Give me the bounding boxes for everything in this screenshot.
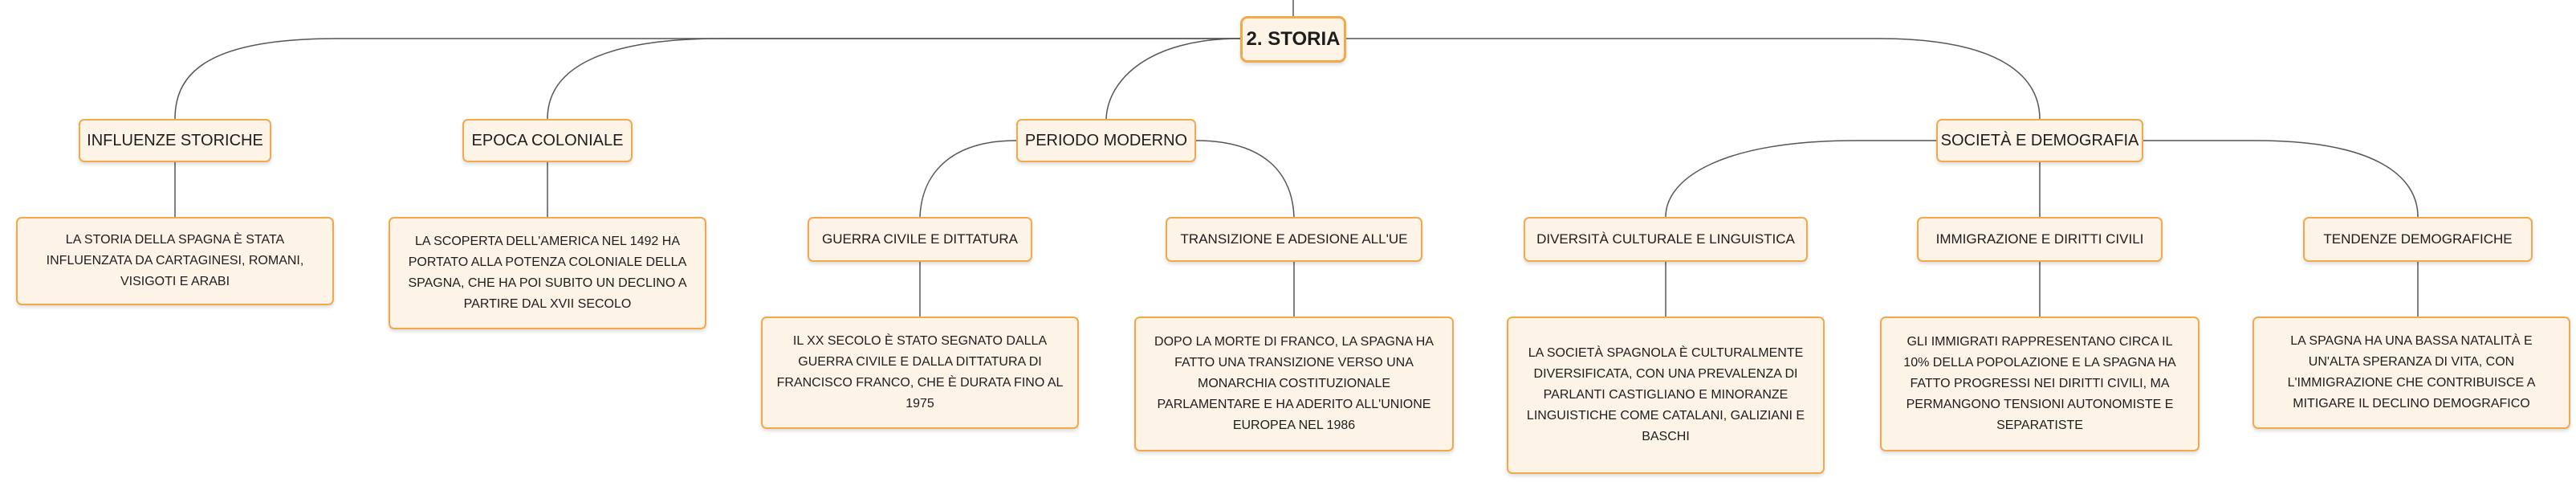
node-label: GUERRA CIVILE E DITTATURA (821, 231, 1019, 247)
node-influenze-storiche[interactable]: INFLUENZE STORICHE (79, 119, 271, 162)
node-label: SOCIETÀ E DEMOGRAFIA (1940, 131, 2139, 149)
root-label: 2. STORIA (1246, 28, 1341, 50)
connector-societa-tendenze (2143, 140, 2419, 218)
text-influenze-storiche[interactable]: LA STORIA DELLA SPAGNA È STATA INFLUENZA… (16, 217, 334, 305)
node-tendenze-demografiche[interactable]: TENDENZE DEMOGRAFICHE (2303, 217, 2533, 262)
node-label: TENDENZE DEMOGRAFICHE (2323, 231, 2513, 247)
leaf-text: GLI IMMIGRATI RAPPRESENTANO CIRCA IL 10%… (1903, 335, 2176, 432)
text-tendenze-demografiche[interactable]: LA SPAGNA HA UNA BASSA NATALITÀ E UN'ALT… (2252, 317, 2570, 429)
node-label: INFLUENZE STORICHE (87, 131, 263, 149)
node-epoca-coloniale[interactable]: EPOCA COLONIALE (462, 119, 633, 162)
connector-moderno-transizione (1195, 140, 1295, 218)
text-epoca-coloniale[interactable]: LA SCOPERTA DELL'AMERICA NEL 1492 HA POR… (389, 217, 706, 329)
connector-root-influenze (174, 38, 1240, 120)
node-societa-demografia[interactable]: SOCIETÀ E DEMOGRAFIA (1936, 119, 2143, 162)
connector-root-societa (1346, 38, 2041, 120)
leaf-text: LA STORIA DELLA SPAGNA È STATA INFLUENZA… (46, 233, 304, 288)
text-transizione-ue[interactable]: DOPO LA MORTE DI FRANCO, LA SPAGNA HA FA… (1134, 317, 1454, 451)
leaf-text: IL XX SECOLO È STATO SEGNATO DALLA GUERR… (776, 334, 1064, 410)
node-periodo-moderno[interactable]: PERIODO MODERNO (1016, 119, 1196, 162)
node-diversita-culturale[interactable]: DIVERSITÀ CULTURALE E LINGUISTICA (1524, 217, 1808, 262)
node-transizione-ue[interactable]: TRANSIZIONE E ADESIONE ALL'UE (1166, 217, 1422, 262)
connector-moderno-guerra (919, 140, 1017, 218)
node-immigrazione-diritti[interactable]: IMMIGRAZIONE E DIRITTI CIVILI (1917, 217, 2163, 262)
leaf-text: LA SCOPERTA DELL'AMERICA NEL 1492 HA POR… (408, 235, 687, 311)
leaf-text: DOPO LA MORTE DI FRANCO, LA SPAGNA HA FA… (1154, 335, 1434, 432)
connector-root-moderno (1105, 38, 1241, 120)
node-label: PERIODO MODERNO (1024, 131, 1188, 149)
connector-societa-diversita (1665, 140, 1936, 218)
text-diversita-culturale[interactable]: LA SOCIETÀ SPAGNOLA È CULTURALMENTE DIVE… (1507, 317, 1825, 474)
node-label: TRANSIZIONE E ADESIONE ALL'UE (1180, 231, 1408, 247)
node-guerra-civile[interactable]: GUERRA CIVILE E DITTATURA (808, 217, 1032, 262)
node-label: IMMIGRAZIONE E DIRITTI CIVILI (1935, 231, 2144, 247)
text-guerra-civile[interactable]: IL XX SECOLO È STATO SEGNATO DALLA GUERR… (761, 317, 1079, 429)
node-label: EPOCA COLONIALE (471, 131, 624, 149)
connector-root-coloniale (547, 38, 1240, 120)
root-node[interactable]: 2. STORIA (1240, 16, 1346, 63)
leaf-text: LA SPAGNA HA UNA BASSA NATALITÀ E UN'ALT… (2287, 334, 2536, 410)
node-label: DIVERSITÀ CULTURALE E LINGUISTICA (1536, 231, 1795, 247)
leaf-text: LA SOCIETÀ SPAGNOLA È CULTURALMENTE DIVE… (1526, 346, 1805, 443)
text-immigrazione-diritti[interactable]: GLI IMMIGRATI RAPPRESENTANO CIRCA IL 10%… (1880, 317, 2200, 451)
